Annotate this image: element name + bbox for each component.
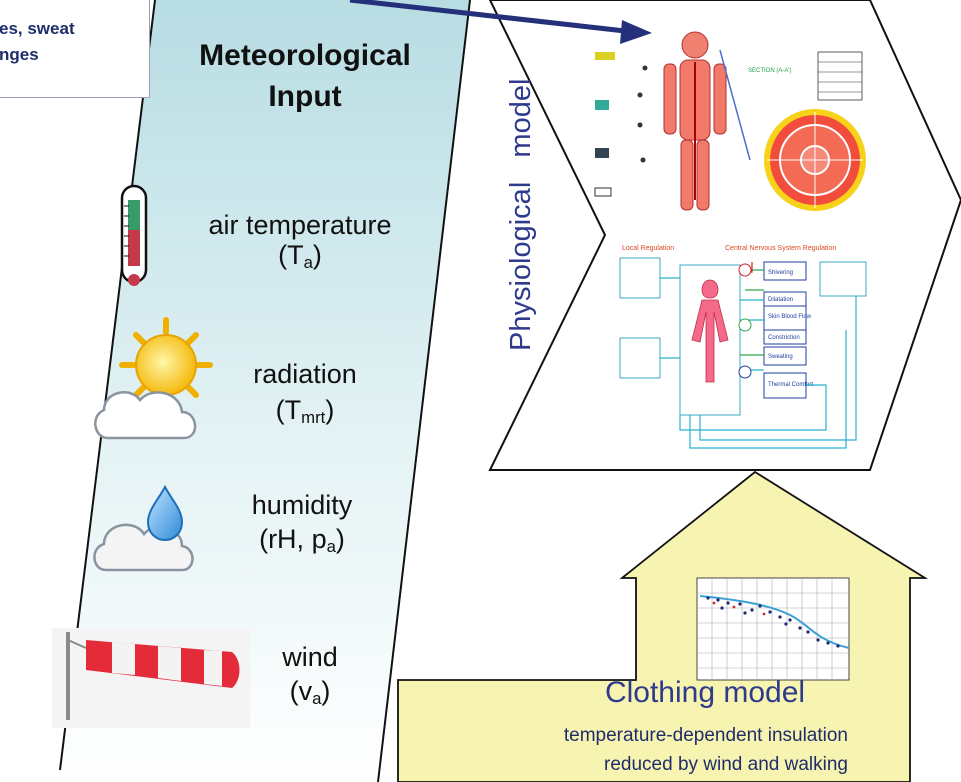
clothing-arrow [397,470,929,782]
local-regulation-label: Local Regulation [622,245,674,252]
wind-name: wind [282,642,338,672]
meteorological-title: Meteorological Input [160,35,450,117]
clothing-model-title: Clothing model [604,676,806,709]
section-label: SECTION (A-A') [748,68,791,74]
thermometer-icon [120,184,148,286]
radiation-label: radiation (Tmrt) [225,356,385,436]
box-skin-blood-flow: Skin Blood Flow [768,314,812,320]
radiation-name: radiation [253,359,357,389]
box-dilatation: Dilatation [768,297,793,303]
humidity-label: humidity (rH, pa) [222,488,382,564]
clothing-line-1: temperature-dependent insulation [563,725,848,746]
box-constriction: Constriction [768,335,800,341]
wind-label: wind (va) [250,640,370,716]
humidity-name: humidity [251,490,353,520]
cns-regulation-label: Central Nervous System Regulation [725,245,836,252]
pointer-arrow-head [620,20,652,44]
callout-box: es, sweat nges [0,0,150,98]
meteorological-title-line-1: Meteorological [199,39,411,72]
meteorological-panel [0,0,470,782]
box-thermal-comfort: Thermal Comfort [768,382,813,388]
wind-symbol: (va) [289,676,331,709]
control-scheme: Local Regulation Central Nervous System … [619,245,867,449]
section-diagram [764,109,866,211]
meteorological-panel-border-right [377,0,471,782]
air-temperature-name: air temperature [208,210,392,240]
body-anatomy-figure [663,31,751,211]
physiological-panel [488,0,961,471]
mechanism-legend [594,52,648,197]
humidity-symbol: (rH, pa) [259,524,345,557]
sun-cloud-icon [94,317,213,440]
meteorological-title-line-2: Input [268,80,342,113]
air-temperature-label: air temperature (Ta) [165,210,435,278]
raindrop-cloud-icon [93,484,194,572]
physiological-model-label: Physiological model [505,78,537,352]
clothing-insulation-graph [696,577,850,681]
box-sweating: Sweating [768,354,793,360]
air-temperature-symbol: (Ta) [278,240,322,273]
box-shivering: Shivering [768,270,793,276]
layer-table [817,51,863,101]
windsock-icon [52,628,250,728]
callout-line-1: es, sweat [0,19,75,38]
clothing-line-2: reduced by wind and walking [604,754,848,775]
callout-line-2: nges [0,45,39,64]
radiation-symbol: (Tmrt) [275,395,335,428]
pointer-arrow [349,0,626,34]
